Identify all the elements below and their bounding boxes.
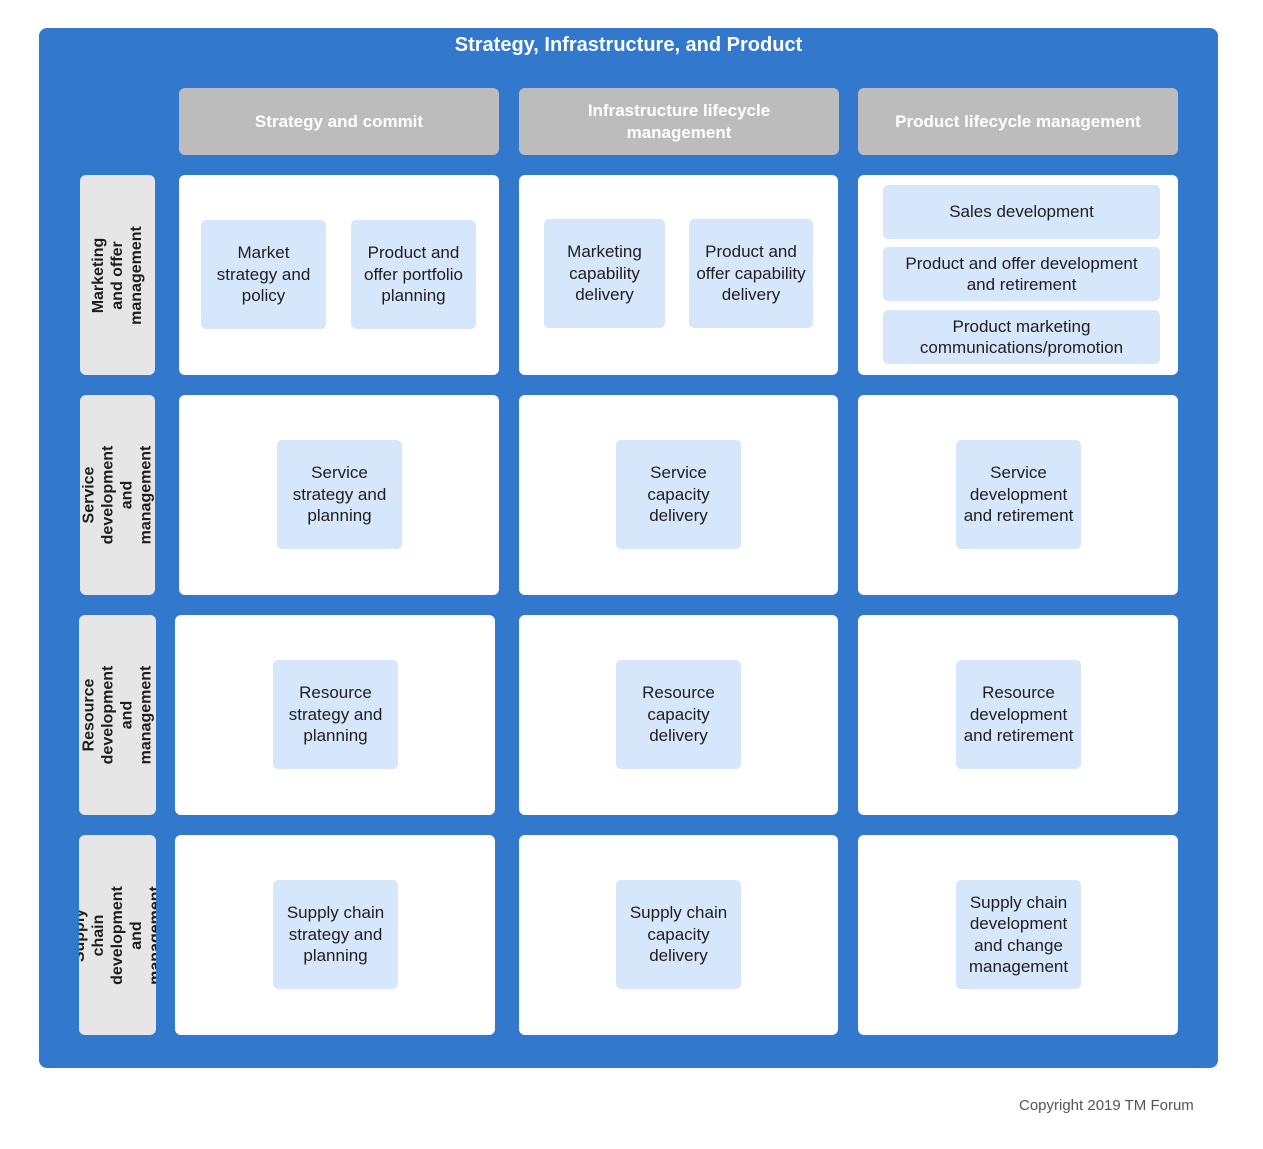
cell-service-strategy: Service strategy and planning: [179, 395, 499, 595]
diagram-frame: Strategy, Infrastructure, and Product St…: [39, 28, 1218, 1068]
copyright-notice: Copyright 2019 TM Forum: [1019, 1097, 1194, 1114]
process-box: Market strategy and policy: [201, 220, 326, 329]
row-header-marketing: Marketing and offer management: [80, 175, 155, 375]
process-box: Resource capacity delivery: [616, 660, 741, 769]
cell-resource-strategy: Resource strategy and planning: [175, 615, 495, 815]
cell-supply-chain-product: Supply chain development and change mana…: [858, 835, 1178, 1035]
process-box: Product and offer portfolio planning: [351, 220, 476, 329]
row-header-label: Marketing and offer management: [90, 225, 146, 325]
row-header-label: Supply chain development and management: [79, 885, 156, 985]
process-box: Product marketing communications/promoti…: [883, 310, 1160, 364]
diagram-title: Strategy, Infrastructure, and Product: [454, 34, 803, 56]
column-header-infrastructure: Infrastructure lifecycle management: [519, 88, 839, 155]
process-box: Supply chain capacity delivery: [616, 880, 741, 989]
process-box: Product and offer development and retire…: [883, 247, 1160, 301]
process-box: Service capacity delivery: [616, 440, 741, 549]
row-header-resource: Resource development and management: [79, 615, 156, 815]
cell-supply-chain-strategy: Supply chain strategy and planning: [175, 835, 495, 1035]
process-box: Marketing capability delivery: [544, 219, 665, 328]
cell-service-product: Service development and retirement: [858, 395, 1178, 595]
row-header-label: Resource development and management: [80, 665, 155, 765]
process-box: Service development and retirement: [956, 440, 1081, 549]
row-header-supply-chain: Supply chain development and management: [79, 835, 156, 1035]
process-box: Resource strategy and planning: [273, 660, 398, 769]
process-box: Sales development: [883, 185, 1160, 239]
cell-marketing-product: Sales development Product and offer deve…: [858, 175, 1178, 375]
column-header-product: Product lifecycle management: [858, 88, 1178, 155]
row-header-label: Service development and management: [80, 445, 155, 545]
cell-resource-infrastructure: Resource capacity delivery: [519, 615, 838, 815]
cell-resource-product: Resource development and retirement: [858, 615, 1178, 815]
process-box: Service strategy and planning: [277, 440, 402, 549]
row-header-service: Service development and management: [80, 395, 155, 595]
cell-supply-chain-infrastructure: Supply chain capacity delivery: [519, 835, 838, 1035]
cell-service-infrastructure: Service capacity delivery: [519, 395, 838, 595]
cell-marketing-strategy: Market strategy and policy Product and o…: [179, 175, 499, 375]
process-box: Product and offer capability delivery: [689, 219, 813, 328]
process-box: Resource development and retirement: [956, 660, 1081, 769]
process-box: Supply chain strategy and planning: [273, 880, 398, 989]
column-header-strategy: Strategy and commit: [179, 88, 499, 155]
cell-marketing-infrastructure: Marketing capability delivery Product an…: [519, 175, 838, 375]
process-box: Supply chain development and change mana…: [956, 880, 1081, 989]
